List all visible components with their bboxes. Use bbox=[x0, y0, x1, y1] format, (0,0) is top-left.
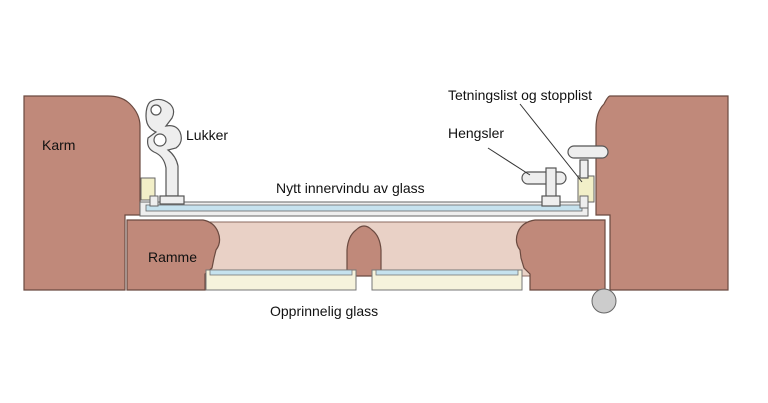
label-karm: Karm bbox=[42, 137, 75, 153]
right-frame-karm bbox=[595, 95, 729, 291]
original-glass-right-pane bbox=[375, 269, 519, 276]
stop-left bbox=[149, 195, 159, 207]
center-mullion bbox=[346, 225, 382, 277]
latch-lukker bbox=[145, 98, 185, 205]
original-glass-left-pane bbox=[209, 269, 353, 276]
label-ramme: Ramme bbox=[148, 249, 197, 265]
left-sash-ramme bbox=[126, 219, 221, 291]
label-nytt-innervindu: Nytt innervindu av glass bbox=[276, 180, 425, 196]
hinge-left-hengsel bbox=[521, 167, 567, 207]
left-frame-karm bbox=[23, 95, 141, 291]
knob-icon bbox=[591, 288, 617, 314]
new-inner-window-glass bbox=[145, 204, 583, 212]
right-sash bbox=[515, 219, 606, 291]
label-opprinnelig-glass: Opprinnelig glass bbox=[270, 303, 378, 319]
leader-tetningslist bbox=[519, 103, 583, 183]
label-lukker: Lukker bbox=[186, 127, 228, 143]
leader-hengsler bbox=[487, 147, 531, 176]
seal-left bbox=[140, 177, 156, 201]
label-tetningslist: Tetningslist og stopplist bbox=[448, 87, 592, 103]
hinge-right-hengsel bbox=[567, 145, 609, 179]
label-hengsler: Hengsler bbox=[448, 125, 504, 141]
stop-right bbox=[579, 195, 589, 209]
